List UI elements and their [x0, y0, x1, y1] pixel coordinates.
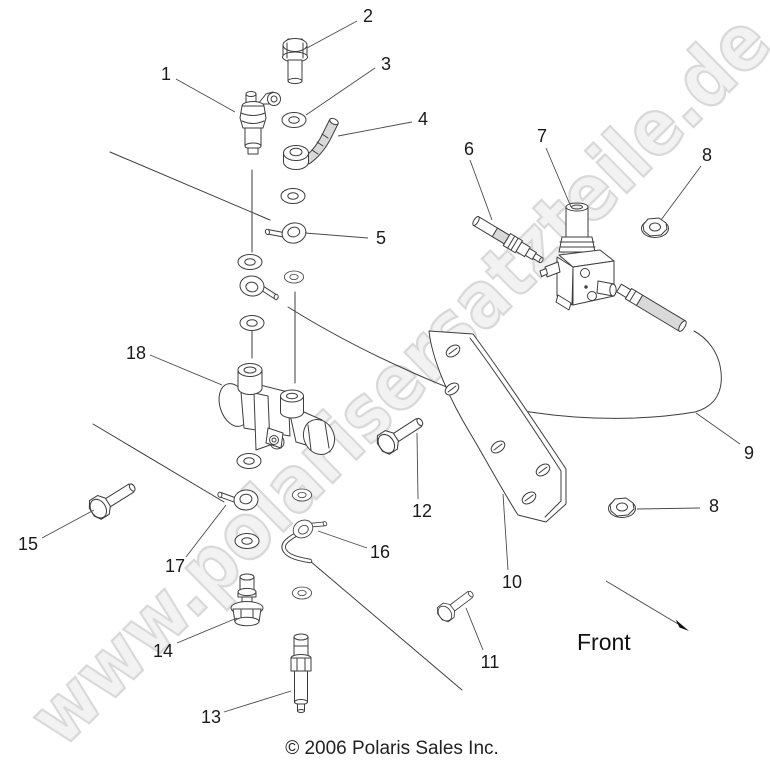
callout-number-15: 15	[18, 534, 38, 554]
banjo-fitting-lower	[238, 273, 282, 301]
part-9-brake-hose	[287, 283, 722, 419]
part-6-hose-fitting	[472, 216, 544, 264]
callout-leader-14	[176, 617, 238, 644]
callout-leader-10	[502, 493, 509, 571]
part-13-fitting	[290, 633, 312, 713]
front-arrow-line	[605, 580, 679, 625]
callout-leader-18	[149, 354, 223, 386]
reference-lines	[92, 151, 463, 691]
callout-number-11: 11	[481, 652, 500, 672]
callout-number-5: 5	[376, 228, 386, 248]
callout-leader-6	[469, 159, 493, 221]
part-8-nut-bottom	[608, 497, 636, 518]
part-18-valve-body	[218, 363, 336, 456]
callout-leader-15	[41, 509, 95, 539]
part-2-bolt	[282, 38, 308, 85]
callout-number-6: 6	[464, 139, 474, 159]
callout-leader-8	[636, 507, 701, 510]
callout-leader-12	[416, 432, 419, 500]
callout-number-17: 17	[165, 556, 185, 576]
front-label: Front	[577, 629, 631, 655]
callout-number-7: 7	[537, 126, 547, 146]
bracket-holes	[444, 344, 551, 505]
callout-leader-3	[305, 67, 376, 116]
part-15-bolt	[85, 475, 141, 522]
callout-number-10: 10	[502, 572, 522, 592]
callout-leader-16	[317, 530, 368, 549]
part-16-brake-pipe	[281, 509, 328, 564]
callout-number-18: 18	[126, 343, 146, 363]
part-4-hose-fitting	[283, 117, 339, 170]
callout-leader-7	[545, 147, 572, 208]
callout-leader-5	[304, 232, 369, 239]
callout-leader-13	[223, 690, 292, 713]
callout-number-8: 8	[702, 145, 712, 165]
part-14-banjo-bolt	[230, 573, 264, 627]
callout-number-1: 1	[161, 64, 171, 84]
callout-number-13: 13	[201, 707, 221, 727]
watermark-text: www.polarisersatzteile.de	[12, 0, 770, 761]
callout-leader-8	[660, 165, 702, 221]
part-10-bracket	[428, 330, 567, 523]
callout-number-8: 8	[709, 496, 719, 516]
part-1-pressure-switch	[239, 91, 281, 155]
callout-leader-1	[175, 78, 236, 113]
callout-number-14: 14	[153, 641, 173, 661]
part-5-banjo-fitting	[264, 219, 309, 250]
front-arrow-head	[675, 619, 689, 631]
callout-number-3: 3	[381, 54, 391, 74]
part-7-valve	[539, 202, 617, 311]
callout-number-16: 16	[370, 542, 390, 562]
callout-number-12: 12	[412, 501, 432, 521]
front-indicator: Front	[577, 580, 689, 655]
callout-number-2: 2	[363, 6, 373, 26]
callout-leader-4	[337, 121, 413, 137]
callout-leader-9	[695, 412, 741, 445]
callout-number-9: 9	[744, 443, 754, 463]
callout-leader-2	[306, 20, 358, 49]
callout-leader-17	[185, 504, 227, 558]
part-11-bolt	[434, 585, 478, 625]
copyright-text: © 2006 Polaris Sales Inc.	[285, 738, 499, 759]
callout-number-4: 4	[418, 109, 428, 129]
callout-leader-11	[465, 607, 484, 651]
part-8-nut-top	[641, 217, 669, 238]
